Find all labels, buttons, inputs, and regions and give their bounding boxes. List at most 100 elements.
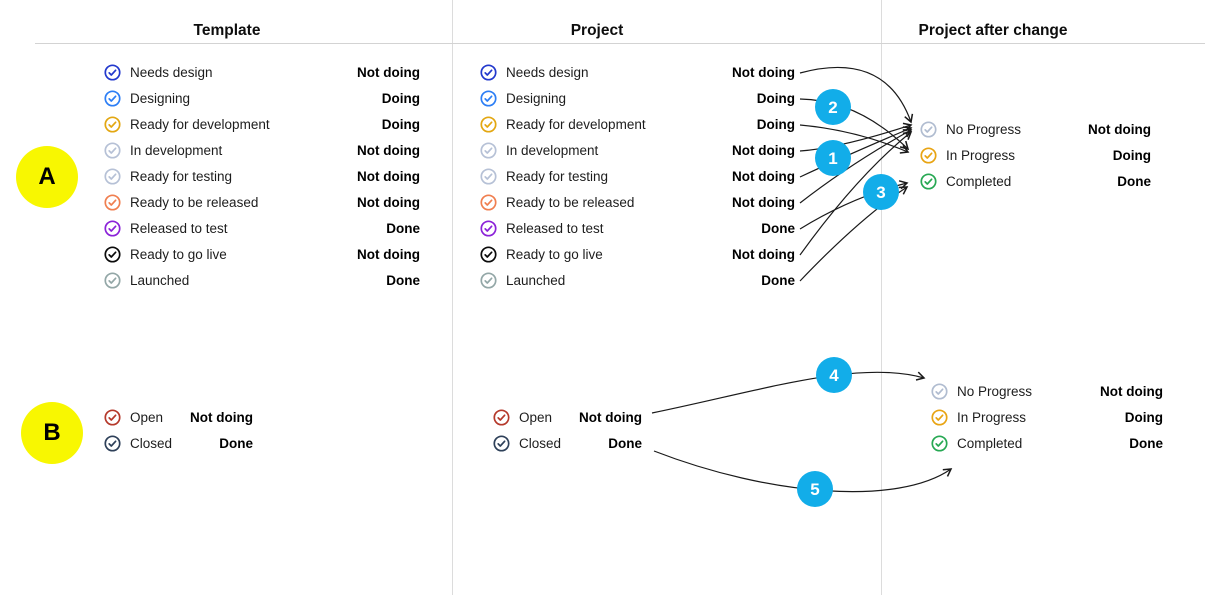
check-circle-icon — [480, 193, 497, 211]
check-circle-icon — [104, 408, 121, 426]
check-circle-icon — [920, 120, 937, 138]
status-label: Completed — [957, 435, 1023, 451]
status-category: Done — [608, 435, 642, 451]
mapping-arrow — [799, 98, 910, 151]
mapping-arrow — [651, 371, 926, 414]
check-circle-icon — [104, 167, 121, 185]
status-label: Completed — [946, 173, 1012, 189]
status-category: Doing — [756, 90, 795, 106]
check-circle-icon — [104, 89, 121, 107]
status-label: Open — [519, 409, 553, 425]
section-a-marker: A — [16, 146, 78, 208]
status-category: Not doing — [732, 194, 795, 210]
header-underline — [35, 43, 1205, 44]
status-row: No Progress Not doing — [920, 116, 1151, 142]
status-category: Not doing — [579, 409, 642, 425]
mapping-arrow — [799, 186, 909, 282]
status-label: In development — [506, 142, 599, 158]
status-row: Completed Done — [931, 430, 1163, 456]
check-circle-icon — [104, 141, 121, 159]
status-label: Ready to be released — [130, 194, 259, 210]
check-circle-icon — [480, 245, 497, 263]
status-category: Doing — [1112, 147, 1151, 163]
status-category: Doing — [1124, 409, 1163, 425]
status-label: In development — [130, 142, 223, 158]
status-label: In Progress — [946, 147, 1016, 163]
mapping-arrow — [799, 129, 913, 204]
status-category: Not doing — [732, 246, 795, 262]
status-category: Not doing — [357, 194, 420, 210]
status-category: Not doing — [190, 409, 253, 425]
check-circle-icon — [104, 271, 121, 289]
mapping-arrow — [799, 124, 910, 154]
status-row: Ready for development Doing — [480, 111, 795, 137]
check-circle-icon — [480, 271, 497, 289]
status-label: Ready for testing — [506, 168, 609, 184]
column-divider — [881, 0, 882, 595]
check-circle-icon — [104, 219, 121, 237]
status-label: Launched — [506, 272, 566, 288]
mapping-arrow — [799, 131, 913, 256]
check-circle-icon — [480, 115, 497, 133]
check-circle-icon — [480, 63, 497, 81]
step-badge-1: 1 — [815, 140, 851, 176]
column-header-template: Template — [193, 22, 261, 39]
check-circle-icon — [931, 434, 948, 452]
status-row: Ready to be released Not doing — [480, 189, 795, 215]
status-category: Not doing — [1100, 383, 1163, 399]
mapping-arrow — [799, 126, 913, 178]
check-circle-icon — [480, 219, 497, 237]
step-badge-number: 5 — [810, 480, 819, 499]
status-category: Doing — [756, 116, 795, 132]
step-badge-5: 5 — [797, 471, 833, 507]
status-category: Not doing — [1088, 121, 1151, 137]
status-row: In Progress Doing — [920, 142, 1151, 168]
check-circle-icon — [493, 434, 510, 452]
status-label: Ready to go live — [130, 246, 227, 262]
check-circle-icon — [104, 434, 121, 452]
status-label: Ready for development — [506, 116, 646, 132]
status-label: No Progress — [946, 121, 1022, 137]
status-label: Released to test — [506, 220, 604, 236]
status-label: Released to test — [130, 220, 228, 236]
status-category: Not doing — [732, 64, 795, 80]
status-category: Done — [1129, 435, 1163, 451]
section-b-marker: B — [21, 402, 83, 464]
status-category: Not doing — [357, 168, 420, 184]
status-category: Not doing — [357, 246, 420, 262]
step-badge-number: 2 — [828, 98, 837, 117]
status-category: Not doing — [357, 64, 420, 80]
column-header-project: Project — [570, 22, 624, 39]
check-circle-icon — [920, 172, 937, 190]
status-category: Done — [386, 272, 420, 288]
status-category: Done — [1117, 173, 1151, 189]
step-badge-2: 2 — [815, 89, 851, 125]
column-header-project-after-change: Project after change — [918, 22, 1068, 39]
status-row: Designing Doing — [480, 85, 795, 111]
check-circle-icon — [931, 382, 948, 400]
status-label: Needs design — [130, 64, 213, 80]
status-row: Ready to be released Not doing — [104, 189, 420, 215]
status-label: Ready to be released — [506, 194, 635, 210]
check-circle-icon — [104, 245, 121, 263]
step-badge-number: 1 — [828, 149, 837, 168]
status-label: Designing — [506, 90, 567, 106]
status-category: Not doing — [732, 168, 795, 184]
